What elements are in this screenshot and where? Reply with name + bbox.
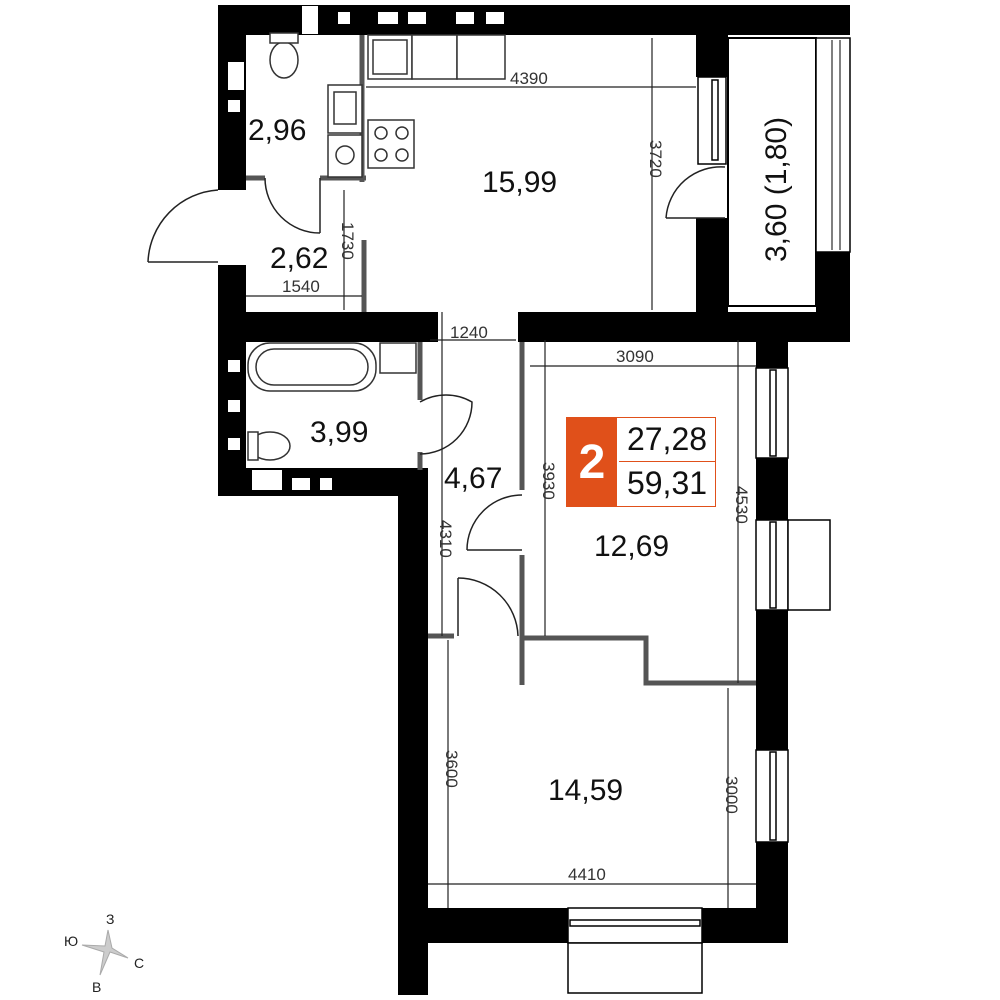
dim-corridor-width: 1240	[450, 323, 488, 342]
room-count: 2	[567, 418, 617, 506]
dim-living-left-height: 3600	[442, 750, 461, 788]
door-swings	[147, 166, 726, 637]
area-label-balcony: 3,60 (1,80)	[760, 117, 793, 262]
area-label-toilet: 2,96	[248, 114, 306, 147]
dim-living-width: 4410	[568, 865, 606, 884]
dim-bedroom-right-height: 4530	[732, 486, 751, 524]
dim-bedroom-left-height: 3930	[539, 462, 558, 500]
area-label-entry-hall: 2,62	[270, 242, 328, 275]
dim-living-right-height: 3000	[722, 776, 741, 814]
compass-south-label: В	[92, 979, 101, 995]
compass-west-label: Ю	[64, 933, 78, 949]
room-area-labels: 2,96 15,99 2,62 3,99 4,67 12,69 14,59 3,…	[248, 114, 793, 807]
wall-window-gaps	[228, 6, 504, 490]
compass: З Ю С В	[64, 911, 144, 995]
dim-kitchen-width: 4390	[510, 69, 548, 88]
dim-kitchen-height: 3720	[646, 140, 665, 178]
dim-bedroom-width: 3090	[616, 347, 654, 366]
dim-corridor-height: 4310	[436, 520, 455, 558]
balcony	[727, 37, 851, 307]
apartment-summary-badge: 2 27,28 59,31	[566, 417, 716, 507]
area-label-bedroom: 12,69	[594, 530, 669, 563]
outer-walls	[218, 5, 850, 995]
dim-entry-height: 1730	[338, 222, 357, 260]
area-label-kitchen-living: 15,99	[482, 166, 557, 199]
total-area-value: 59,31	[626, 465, 708, 501]
compass-east-label: С	[134, 955, 144, 971]
dim-entry-width: 1540	[282, 277, 320, 296]
area-label-bathroom: 3,99	[310, 416, 368, 449]
interior-partitions	[246, 35, 756, 686]
compass-north-label: З	[106, 911, 114, 927]
area-label-corridor: 4,67	[444, 462, 502, 495]
dimension-lines	[246, 38, 756, 908]
area-label-living: 14,59	[548, 774, 623, 807]
fixtures	[247, 32, 506, 461]
dimension-labels: 4390 3720 1730 1540 1240 3090 3930 4530 …	[282, 69, 751, 884]
living-area-value: 27,28	[619, 418, 715, 462]
windows	[567, 76, 831, 994]
